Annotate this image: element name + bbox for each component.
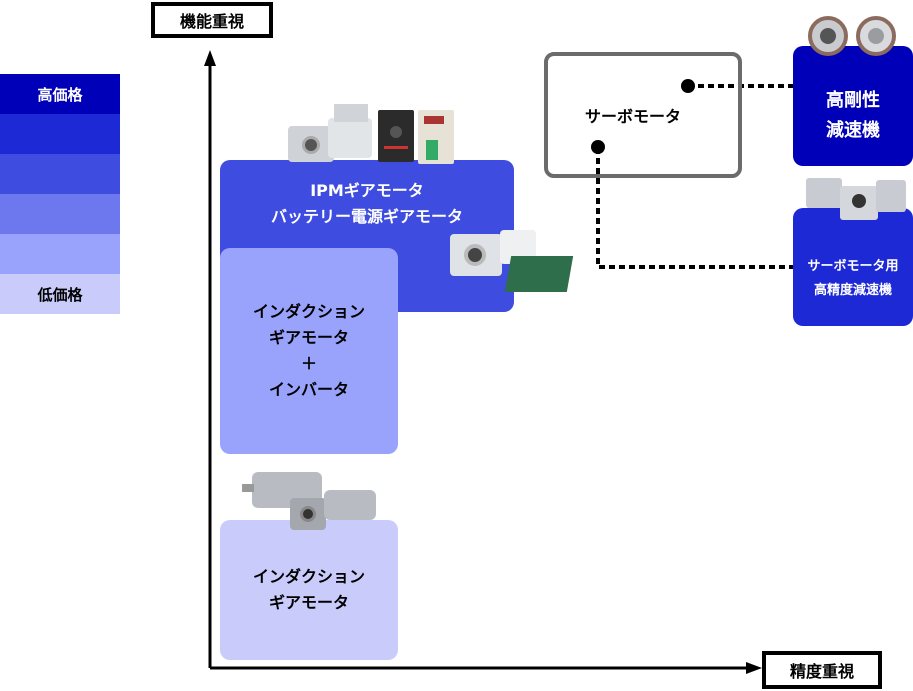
- legend-step-5: [0, 234, 120, 274]
- induction-inverter-line2: ギアモータ: [268, 328, 349, 347]
- y-axis-arrow: [204, 50, 216, 66]
- induction-gear-motor-image: [242, 468, 378, 532]
- high-rigidity-reducer-image: [806, 14, 902, 58]
- induction-line2: ギアモータ: [268, 593, 349, 612]
- ipm-label-line1: IPMギアモータ: [310, 181, 424, 200]
- induction-line1: インダクション: [252, 567, 365, 586]
- connector-servo-precision: [596, 148, 796, 269]
- inverter-black-image: [378, 110, 414, 162]
- connector-dot-high-rigidity: [681, 79, 695, 93]
- ipm-gear-motor-image: [288, 104, 378, 162]
- legend-step-4: [0, 194, 120, 234]
- servo-precision-reducer-box: サーボモータ用 高精度減速機: [793, 208, 913, 326]
- servo-precision-line1: サーボモータ用: [807, 259, 899, 274]
- induction-inverter-box: インダクション ギアモータ ＋ インバータ: [220, 248, 398, 454]
- high-rigidity-line1: 高剛性: [826, 90, 880, 111]
- y-axis-label: 機能重視: [151, 2, 273, 38]
- induction-gear-motor-box: インダクション ギアモータ: [220, 520, 398, 660]
- high-rigidity-line2: 減速機: [826, 120, 880, 141]
- inverter-beige-image: [418, 110, 454, 164]
- high-rigidity-reducer-box: 高剛性 減速機: [793, 46, 913, 166]
- servo-precision-reducer-image: [798, 172, 910, 222]
- legend-high-price: 高価格: [0, 74, 120, 114]
- battery-gear-motor-image: [450, 230, 574, 300]
- legend-step-3: [0, 154, 120, 194]
- connector-dot-servo-precision: [591, 140, 605, 154]
- servo-motor-box: サーボモータ: [544, 52, 742, 178]
- legend-step-2: [0, 114, 120, 154]
- x-axis-arrow: [746, 662, 762, 674]
- servo-motor-label: サーボモータ: [584, 107, 681, 126]
- ipm-label-line2: バッテリー電源ギアモータ: [270, 207, 463, 226]
- induction-inverter-line1: インダクション: [252, 302, 365, 321]
- induction-inverter-line4: インバータ: [268, 380, 349, 399]
- x-axis-label: 精度重視: [762, 651, 882, 689]
- induction-inverter-line3: ＋: [300, 354, 317, 373]
- legend-low-price: 低価格: [0, 274, 120, 314]
- servo-precision-line2: 高精度減速機: [813, 283, 892, 298]
